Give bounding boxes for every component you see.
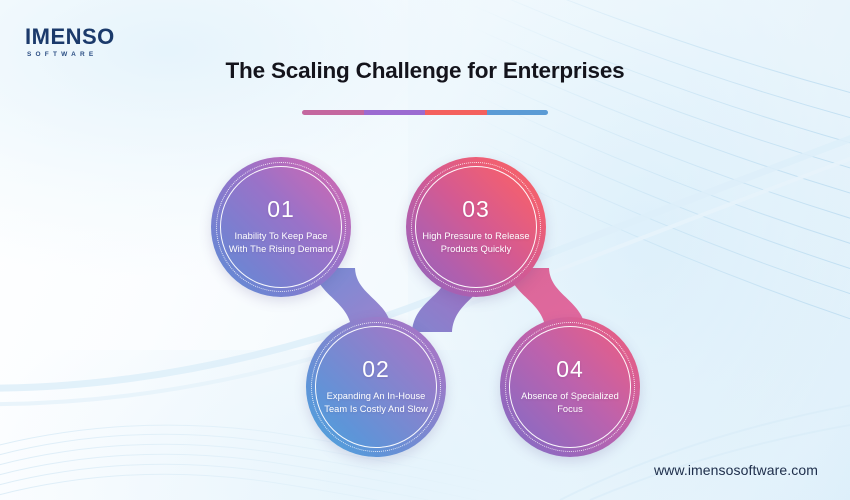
node-01[interactable]: 01 Inability To Keep Pace With The Risin…	[211, 157, 351, 297]
node-02-number: 02	[362, 356, 390, 382]
node-04-number: 04	[556, 356, 584, 382]
node-04-dotted-ring	[505, 322, 635, 452]
node-04-label: Absence of Specialized Focus	[521, 391, 619, 414]
node-04-content: 04 Absence of Specialized Focus	[500, 317, 640, 457]
node-01-content: 01 Inability To Keep Pace With The Risin…	[211, 157, 351, 297]
connector-01-02	[315, 268, 392, 332]
node-02-inner-ring	[315, 326, 437, 448]
node-01-dotted-ring	[216, 162, 346, 292]
brand-logo: IMENSO SOFTWARE	[25, 24, 115, 59]
node-02-label: Expanding An In-House Team Is Costly And…	[324, 391, 428, 414]
node-03-inner-ring	[415, 166, 537, 288]
rule-segment-3	[425, 110, 487, 115]
brand-tagline: SOFTWARE	[27, 51, 98, 58]
node-02[interactable]: 02 Expanding An In-House Team Is Costly …	[306, 317, 446, 457]
node-04-inner-ring	[509, 326, 631, 448]
node-03[interactable]: 03 High Pressure to Release Products Qui…	[406, 157, 546, 297]
footer-website[interactable]: www.imensosoftware.com	[653, 462, 818, 478]
node-01-label: Inability To Keep Pace With The Rising D…	[228, 231, 334, 254]
node-02-content: 02 Expanding An In-House Team Is Costly …	[306, 317, 446, 457]
node-02-dotted-ring	[311, 322, 441, 452]
node-04[interactable]: 04 Absence of Specialized Focus	[500, 317, 640, 457]
connector-03-04	[509, 268, 586, 332]
brand-name: IMENSO	[25, 24, 115, 49]
node-03-dotted-ring	[411, 162, 541, 292]
title-underline-rule	[302, 110, 548, 115]
rule-segment-1	[302, 110, 364, 115]
node-01-number: 01	[267, 196, 295, 222]
node-01-inner-ring	[220, 166, 342, 288]
rule-segment-2	[363, 110, 425, 115]
node-03-number: 03	[462, 196, 490, 222]
rule-segment-4	[486, 110, 548, 115]
page-title: The Scaling Challenge for Enterprises	[225, 58, 625, 83]
node-03-label: High Pressure to Release Products Quickl…	[422, 231, 530, 254]
node-03-content: 03 High Pressure to Release Products Qui…	[406, 157, 546, 297]
